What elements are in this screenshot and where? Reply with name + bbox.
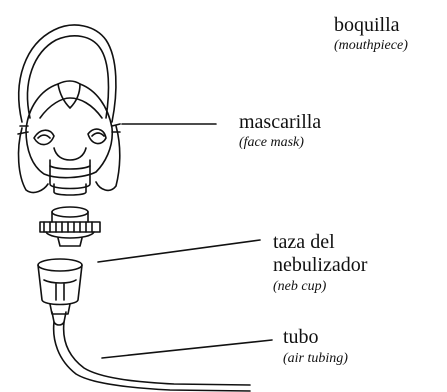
label-boquilla-es: boquilla (334, 15, 408, 36)
label-boquilla: boquilla (mouthpiece) (334, 15, 408, 54)
head-strap (19, 25, 116, 122)
label-taza-en: (neb cup) (273, 280, 367, 295)
label-tubo-en: (air tubing) (283, 352, 348, 367)
leader-line-tubo (102, 340, 272, 358)
label-mascarilla: mascarilla (face mask) (239, 112, 321, 151)
label-taza-es-line1: taza del (273, 232, 367, 253)
label-boquilla-en: (mouthpiece) (334, 39, 408, 54)
adapter-drawing (40, 207, 100, 246)
label-taza-es-line2: nebulizador (273, 255, 367, 276)
label-mascarilla-en: (face mask) (239, 136, 321, 151)
leader-line-taza (98, 240, 260, 262)
label-mascarilla-es: mascarilla (239, 112, 321, 133)
air-tubing-drawing (52, 312, 250, 391)
face-mask-drawing (18, 81, 120, 192)
label-taza: taza del nebulizador (neb cup) (273, 232, 367, 295)
label-tubo-es: tubo (283, 327, 348, 348)
label-tubo: tubo (air tubing) (283, 327, 348, 367)
neb-cup-drawing (38, 259, 82, 314)
